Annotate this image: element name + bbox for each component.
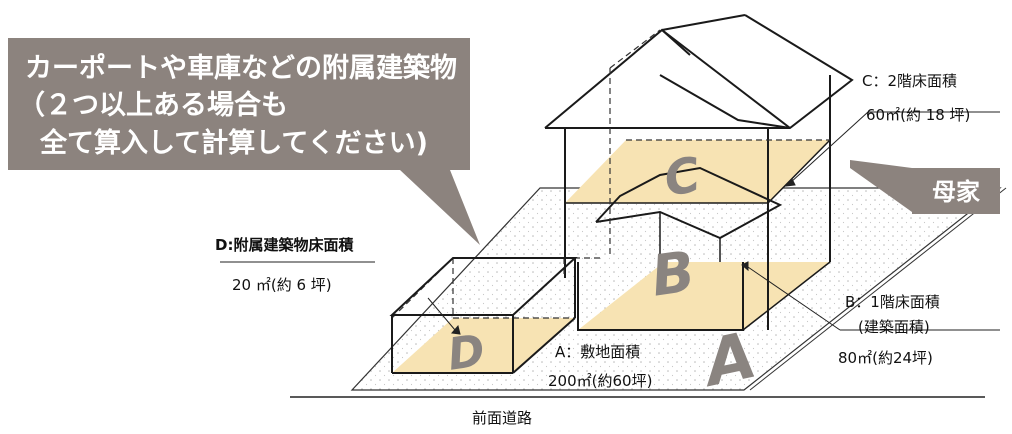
label-a-value: 200㎡(約60坪) [548, 372, 652, 390]
floor-2f-area [565, 140, 830, 203]
road-label: 前面道路 [472, 409, 532, 427]
main-house-badge-label: 母家 [932, 178, 980, 206]
label-d-title: D:附属建築物床面積 [215, 236, 354, 254]
letter-d: D [445, 325, 488, 381]
callout-line2: （２つ以上ある場合も [18, 89, 288, 121]
label-b-sub: (建築面積) [858, 318, 930, 336]
label-d-value: 20 ㎡(約 6 坪) [232, 276, 332, 294]
callout-line1: カーポートや車庫などの附属建築物 [25, 52, 457, 84]
main-house [544, 14, 854, 331]
main-house-badge: 母家 [850, 160, 1000, 214]
pointer-lines [220, 111, 1000, 335]
label-b-title: B：1階床面積 [845, 293, 940, 311]
annex-floor-area [392, 318, 575, 373]
label-b-value: 80㎡(約24坪) [838, 349, 933, 367]
label-c-value: 60㎡(約 18 坪) [866, 106, 970, 124]
label-a-title: A：敷地面積 [555, 343, 640, 361]
label-c-title: C：2階床面積 [862, 72, 957, 90]
accessory-building-callout: カーポートや車庫などの附属建築物 （２つ以上ある場合も 全て算入して計算してくだ… [8, 38, 480, 245]
letter-b: B [648, 239, 699, 309]
callout-line3: 全て算入して計算してください) [39, 127, 428, 159]
annex-building [389, 257, 578, 374]
